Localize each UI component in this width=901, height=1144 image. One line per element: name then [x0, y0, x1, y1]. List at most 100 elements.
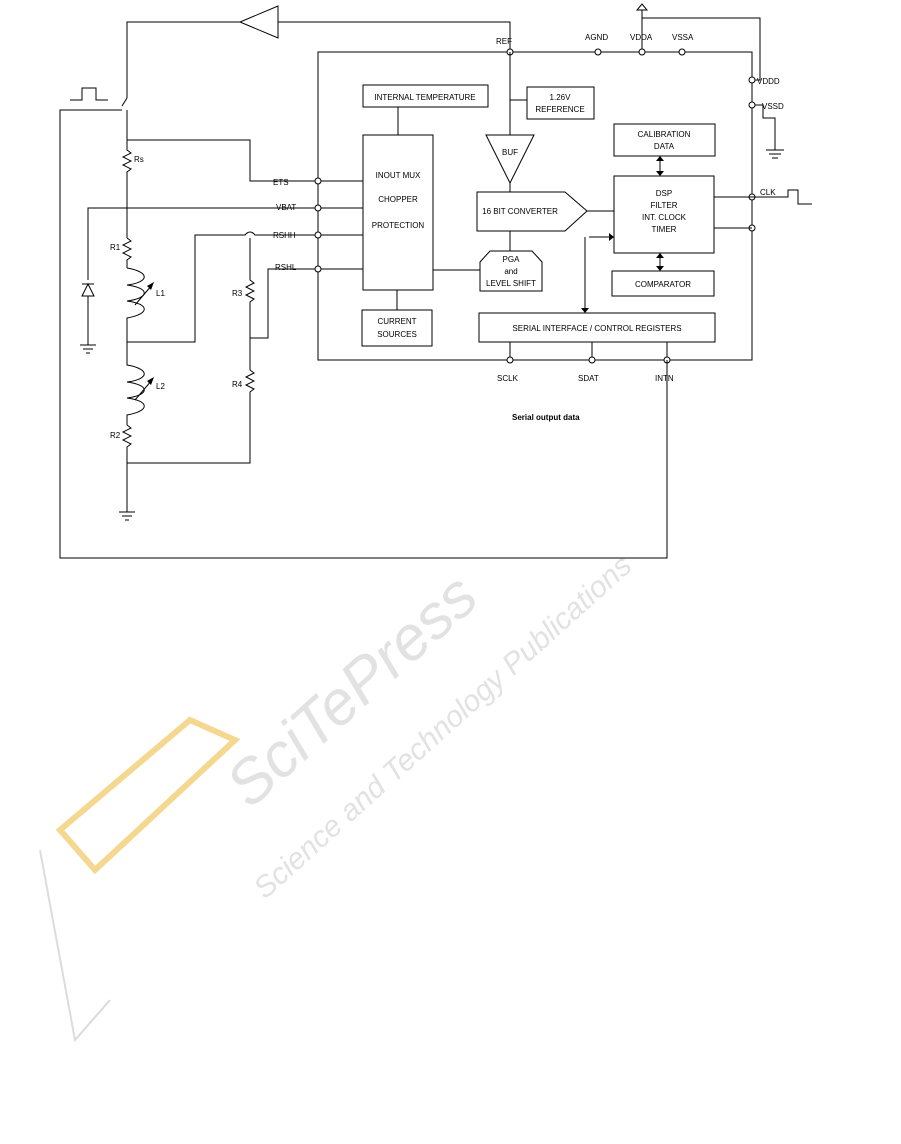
vddd-link-wire: [642, 17, 761, 81]
watermark-title: SciTePress: [213, 561, 490, 821]
dsp-comp-arrow-down: [656, 266, 664, 271]
l2-variable-arrow-line: [134, 379, 153, 401]
pga-label-1: PGA: [503, 255, 521, 264]
serial-interface-block: [478, 312, 716, 343]
label-r2: R2: [110, 431, 121, 440]
mux-label-1: INOUT MUX: [376, 171, 421, 180]
mux-label-3: PROTECTION: [372, 221, 425, 230]
pga-label-2: and: [504, 267, 517, 276]
pin-ets: [314, 177, 322, 185]
label-intn: INTN: [655, 374, 674, 383]
buf-triangle: [485, 134, 535, 185]
reference-label-1: 1.26V: [550, 93, 572, 102]
label-vssd: VSSD: [762, 102, 784, 111]
pulse-input-symbol: [70, 87, 108, 101]
dsp-block: [613, 175, 715, 254]
serial-dsp-link: [584, 236, 610, 308]
pin-vssd: [748, 101, 756, 109]
internal-temperature-label: INTERNAL TEMPERATURE: [374, 93, 475, 102]
serial-output-caption: Serial output data: [512, 413, 580, 422]
watermark-logo-accent: [55, 716, 241, 875]
label-ref: REF: [496, 37, 512, 46]
ground-icon: [119, 511, 135, 521]
rshl-wire: [250, 268, 315, 339]
pin-agnd: [594, 48, 602, 56]
supply-arrow-icon: [635, 3, 649, 11]
inout-mux-block: [362, 134, 434, 291]
label-r4: R4: [232, 380, 243, 389]
cal-dsp-arrow-up: [656, 156, 664, 161]
label-vssa: VSSA: [672, 33, 694, 42]
comparator-block: [611, 270, 715, 297]
feedback-wire-top: [278, 21, 511, 52]
label-l2: L2: [156, 382, 165, 391]
l1-variable-arrow-line: [134, 284, 153, 306]
switch-arm: [121, 97, 128, 107]
calibration-block: [613, 123, 716, 157]
label-vdda: VDDA: [630, 33, 653, 42]
feedback-wire-left: [126, 21, 240, 98]
feedback-buffer-triangle: [238, 5, 279, 39]
cal-dsp-arrow-down: [656, 171, 664, 176]
pin-rshh: [314, 231, 322, 239]
pin-rshl: [314, 265, 322, 273]
pin-sdat: [588, 356, 596, 364]
pin-vddd: [748, 76, 756, 84]
vssd-ground-wire: [752, 104, 776, 150]
converter-label: 16 BIT CONVERTER: [482, 207, 558, 216]
resistor-r3: [244, 238, 256, 370]
ground-icon: [80, 344, 96, 354]
l2-variable-arrow-icon: [147, 377, 154, 385]
serial-link-arrow-down: [581, 308, 589, 313]
pins-to-mux-wires: [321, 180, 363, 270]
reference-block: [526, 86, 595, 120]
intn-feedback-loop: [59, 109, 668, 559]
label-ets: ETS: [273, 178, 289, 187]
label-r3: R3: [232, 289, 243, 298]
label-sdat: SDAT: [578, 374, 599, 383]
buf-label: BUF: [502, 148, 518, 157]
pin-vbat: [314, 204, 322, 212]
clock-pulse-symbol: [752, 189, 812, 205]
calibration-label-2: DATA: [654, 142, 675, 151]
mux-label-2: CHOPPER: [378, 195, 418, 204]
rshh-wire: [127, 231, 315, 343]
dsp-label-1: DSP: [656, 189, 672, 198]
current-sources-block: [361, 309, 433, 347]
dsp-comp-arrow-up: [656, 253, 664, 258]
calibration-label-1: CALIBRATION: [638, 130, 691, 139]
current-sources-label-1: CURRENT: [377, 317, 416, 326]
resistor-r4: [127, 369, 256, 464]
diode-icon: [81, 282, 95, 297]
label-vddd: VDDD: [757, 77, 780, 86]
internal-temperature-block: [362, 84, 489, 108]
label-agnd: AGND: [585, 33, 608, 42]
inductor-l2: [126, 342, 145, 425]
resistor-rs: [121, 140, 133, 238]
ground-icon: [766, 149, 784, 159]
pga-block: [479, 250, 543, 292]
pin-sclk: [506, 356, 514, 364]
label-l1: L1: [156, 289, 165, 298]
pin-vssa: [678, 48, 686, 56]
label-sclk: SCLK: [497, 374, 519, 383]
reference-label-2: REFERENCE: [535, 105, 584, 114]
serial-interface-label: SERIAL INTERFACE / CONTROL REGISTERS: [512, 324, 681, 333]
watermark-logo-stroke: [39, 849, 111, 1043]
resistor-r2: [121, 424, 133, 512]
label-rshl: RSHL: [275, 263, 297, 272]
serial-link-arrow-right: [609, 233, 614, 241]
ets-wire: [127, 139, 315, 182]
label-r1: R1: [110, 243, 121, 252]
converter-block: [476, 191, 588, 232]
serial-to-pins-wires: [509, 342, 668, 360]
watermark: SciTePress Science and Technology Public…: [39, 549, 638, 1043]
comparator-label: COMPARATOR: [635, 280, 691, 289]
dsp-label-2: FILTER: [651, 201, 678, 210]
resistor-r1: [121, 237, 133, 268]
pga-label-3: LEVEL SHIFT: [486, 279, 536, 288]
pin-vdda: [638, 48, 646, 56]
dsp-label-3: INT. CLOCK: [642, 213, 687, 222]
vbat-wire: [87, 207, 315, 280]
